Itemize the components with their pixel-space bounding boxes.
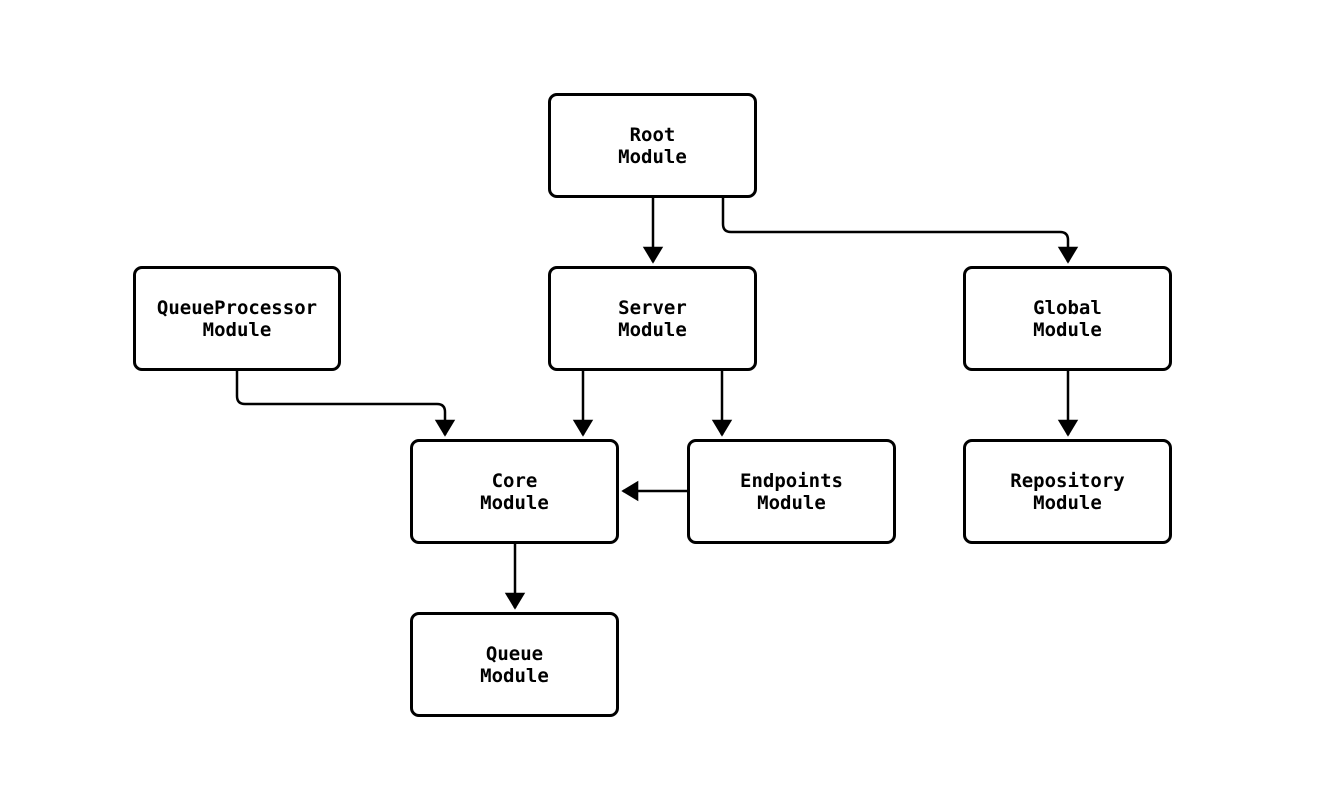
node-endpoints-module-label: Endpoints Module: [740, 469, 843, 514]
node-global-module: Global Module: [963, 266, 1172, 371]
edge-queueprocessor-to-core: [235, 371, 456, 437]
edge-root-to-global: [721, 198, 1079, 264]
node-root-module-label: Root Module: [618, 123, 687, 168]
node-server-module: Server Module: [548, 266, 757, 371]
node-queueprocessor-module: QueueProcessor Module: [133, 266, 341, 371]
node-core-module: Core Module: [410, 439, 619, 544]
node-queueprocessor-module-label: QueueProcessor Module: [156, 296, 318, 341]
node-root-module: Root Module: [548, 93, 757, 198]
node-endpoints-module: Endpoints Module: [687, 439, 896, 544]
node-server-module-label: Server Module: [618, 296, 687, 341]
node-core-module-label: Core Module: [480, 469, 549, 514]
node-queue-module: Queue Module: [410, 612, 619, 717]
node-repository-module-label: Repository Module: [1010, 469, 1125, 514]
node-global-module-label: Global Module: [1033, 296, 1102, 341]
node-repository-module: Repository Module: [963, 439, 1172, 544]
node-queue-module-label: Queue Module: [480, 642, 549, 687]
